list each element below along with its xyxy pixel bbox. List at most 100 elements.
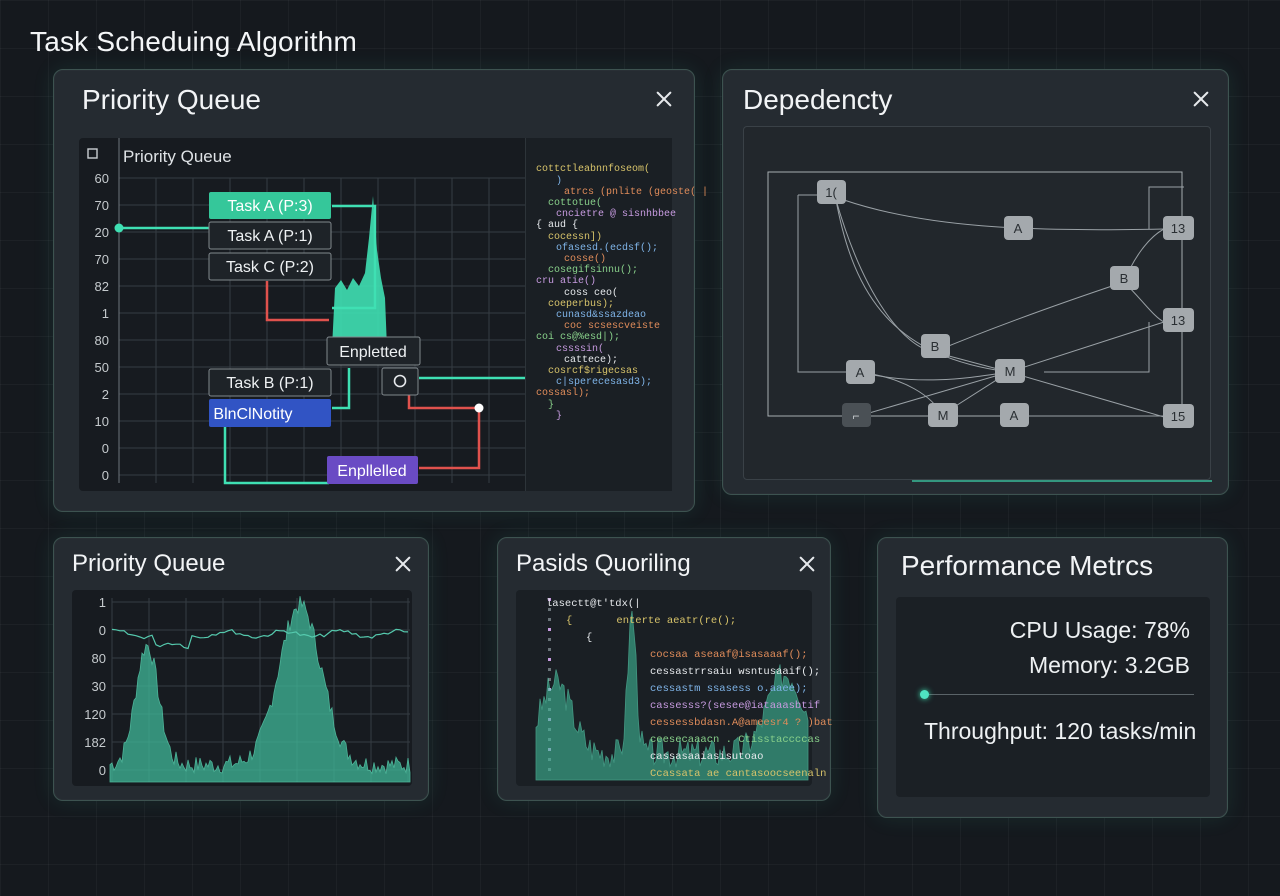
code-line: cosegifsinnu(); bbox=[548, 265, 639, 277]
close-icon[interactable] bbox=[1190, 88, 1212, 110]
graph-node[interactable]: B bbox=[921, 334, 950, 358]
code-line: cosrcf$rigecsas bbox=[548, 366, 639, 378]
code-view: lasectt@t'tdx(|{ enterte aeatr(re();{coc… bbox=[536, 596, 833, 783]
svg-text:13: 13 bbox=[1171, 313, 1185, 328]
y-label: 80 bbox=[95, 333, 109, 348]
graph-node[interactable]: A bbox=[1004, 216, 1033, 240]
metrics-divider bbox=[924, 694, 1194, 695]
code-line: ) bbox=[556, 175, 563, 187]
graph-nodes: 1( A 13 B 13 B A M ⌐ M A 15 bbox=[817, 180, 1194, 428]
svg-text:M: M bbox=[1005, 364, 1016, 379]
priority-queue-chart: Priority Queue 60 70 20 70 82 1 80 50 2 … bbox=[87, 138, 526, 485]
close-icon[interactable] bbox=[653, 88, 675, 110]
svg-text:A: A bbox=[1010, 408, 1019, 423]
graph-node[interactable]: M bbox=[995, 359, 1025, 383]
pasids-quoriling-panel: Pasids Quoriling lasectt@t'tdx(|{ entert… bbox=[497, 537, 833, 801]
code-line: } bbox=[556, 410, 563, 422]
svg-text:13: 13 bbox=[1171, 221, 1185, 236]
code-line: cru atie() bbox=[536, 276, 597, 288]
y-label: 82 bbox=[95, 279, 109, 294]
graph-node[interactable]: A bbox=[1000, 403, 1029, 427]
graph-node[interactable]: A bbox=[846, 360, 875, 384]
y-label: 50 bbox=[95, 360, 109, 375]
performance-metrics-title: Performance Metrcs bbox=[901, 550, 1154, 581]
y-label: 0 bbox=[99, 623, 106, 638]
code-line: Ccassata ae cantasoocseenaln bbox=[650, 768, 827, 780]
svg-text:Task B (P:1): Task B (P:1) bbox=[226, 375, 313, 392]
task-item[interactable]: Task A (P:3) bbox=[209, 192, 331, 219]
code-line: { aud { bbox=[536, 220, 579, 232]
pasids-activity-chart bbox=[535, 598, 809, 781]
priority-queue-panel-title: Priority Queue bbox=[82, 84, 261, 115]
graph-node[interactable]: 13 bbox=[1163, 216, 1194, 240]
code-line: cossasl); bbox=[536, 388, 591, 400]
code-line: { bbox=[586, 632, 593, 644]
priority-queue-panel: Priority Queue Priority Queue 60 70 20 7… bbox=[53, 69, 709, 512]
y-axis-labels: 60 70 20 70 82 1 80 50 2 10 0 0 bbox=[95, 171, 109, 483]
task-item[interactable]: Enpllelled bbox=[327, 456, 418, 484]
y-label: 80 bbox=[92, 651, 106, 666]
svg-text:A: A bbox=[1014, 221, 1023, 236]
code-line: cessastm ssasess o.aaee); bbox=[650, 683, 808, 695]
priority-queue-chart-area: Priority Queue 60 70 20 70 82 1 80 50 2 … bbox=[79, 138, 709, 491]
code-line: atrcs (pnlite (geoste( | bbox=[564, 186, 709, 198]
graph-node[interactable]: 13 bbox=[1163, 308, 1194, 332]
svg-text:Enpllelled: Enpllelled bbox=[337, 463, 406, 480]
priority-queue-chart-title: Priority Queue bbox=[123, 147, 232, 166]
code-line: cottotue( bbox=[548, 198, 603, 210]
code-line: ceesecaaacn . Ctisstaccccas bbox=[650, 734, 821, 746]
queue-depth-area bbox=[109, 596, 411, 783]
task-item[interactable]: Enpletted bbox=[326, 336, 421, 366]
refresh-icon[interactable] bbox=[381, 367, 419, 396]
code-line: cassesss?(sesee@iataaasbtif bbox=[650, 700, 821, 712]
activity-area bbox=[535, 610, 809, 781]
code-line: cunasd&ssazdeao bbox=[556, 310, 647, 322]
code-line: coi cs@%esd|); bbox=[536, 332, 621, 344]
performance-metrics-body: CPU Usage: 78% Memory: 3.2GB Throughput:… bbox=[896, 597, 1210, 797]
y-label: 70 bbox=[95, 198, 109, 213]
pasids-quoriling-title: Pasids Quoriling bbox=[516, 550, 691, 577]
code-line: c|sperecesasd3); bbox=[556, 377, 653, 389]
graph-node[interactable]: ⌐ bbox=[842, 403, 871, 427]
code-line: coeperbus); bbox=[548, 298, 615, 310]
queue-activity-spike bbox=[332, 196, 387, 348]
close-icon[interactable] bbox=[392, 553, 414, 575]
priority-queue-small-chart: 1 0 80 30 120 182 0 bbox=[84, 595, 411, 783]
svg-text:Task A (P:1): Task A (P:1) bbox=[227, 228, 312, 245]
code-line: cncietre @ sisnhbbee bbox=[556, 209, 677, 221]
dependency-graph-area: 1( A 13 B 13 B A M ⌐ M A 15 bbox=[743, 126, 1212, 482]
graph-node[interactable]: B bbox=[1110, 266, 1139, 290]
graph-node[interactable]: 1( bbox=[817, 180, 846, 204]
code-line: ofasesd.(ecdsf(); bbox=[556, 242, 659, 254]
code-line: coc scsescveiste bbox=[564, 321, 661, 333]
svg-text:B: B bbox=[931, 339, 940, 354]
graph-node[interactable]: M bbox=[928, 403, 958, 427]
priority-queue-small-panel: Priority Queue 1 0 80 30 120 182 0 bbox=[53, 537, 429, 801]
code-line: cocsaa aseaaf@isasaaaf(); bbox=[650, 649, 808, 661]
code-line: cessessbdasn.A@ameesr4 ? )bat bbox=[650, 717, 833, 729]
graph-node[interactable]: 15 bbox=[1163, 404, 1194, 428]
task-item[interactable]: Task B (P:1) bbox=[208, 368, 332, 397]
close-icon[interactable] bbox=[796, 553, 818, 575]
svg-text:A: A bbox=[856, 365, 865, 380]
task-item[interactable]: BlnClNotity BlnClNotity bbox=[209, 399, 331, 427]
y-label: 120 bbox=[84, 707, 106, 722]
svg-text:15: 15 bbox=[1171, 409, 1185, 424]
queue-start-node bbox=[114, 223, 124, 233]
y-label: 10 bbox=[95, 414, 109, 429]
svg-text:Task A (P:3): Task A (P:3) bbox=[227, 198, 312, 215]
graph-frame bbox=[767, 171, 1183, 417]
cpu-usage-text: CPU Usage: 78% bbox=[1009, 617, 1190, 643]
task-item[interactable]: Task A (P:1) bbox=[208, 221, 332, 250]
y-label: 0 bbox=[102, 441, 109, 456]
y-label: 182 bbox=[84, 735, 106, 750]
y-label: 60 bbox=[95, 171, 109, 186]
code-line: } bbox=[548, 399, 555, 411]
svg-text:B: B bbox=[1120, 271, 1129, 286]
y-label: 30 bbox=[92, 679, 106, 694]
task-item[interactable]: Task C (P:2) bbox=[208, 252, 332, 281]
performance-metrics-panel: Performance Metrcs CPU Usage: 78% Memory… bbox=[877, 537, 1228, 818]
svg-text:⌐: ⌐ bbox=[852, 409, 859, 423]
svg-text:Task C (P:2): Task C (P:2) bbox=[226, 259, 314, 276]
queue-trend-line bbox=[111, 628, 409, 650]
